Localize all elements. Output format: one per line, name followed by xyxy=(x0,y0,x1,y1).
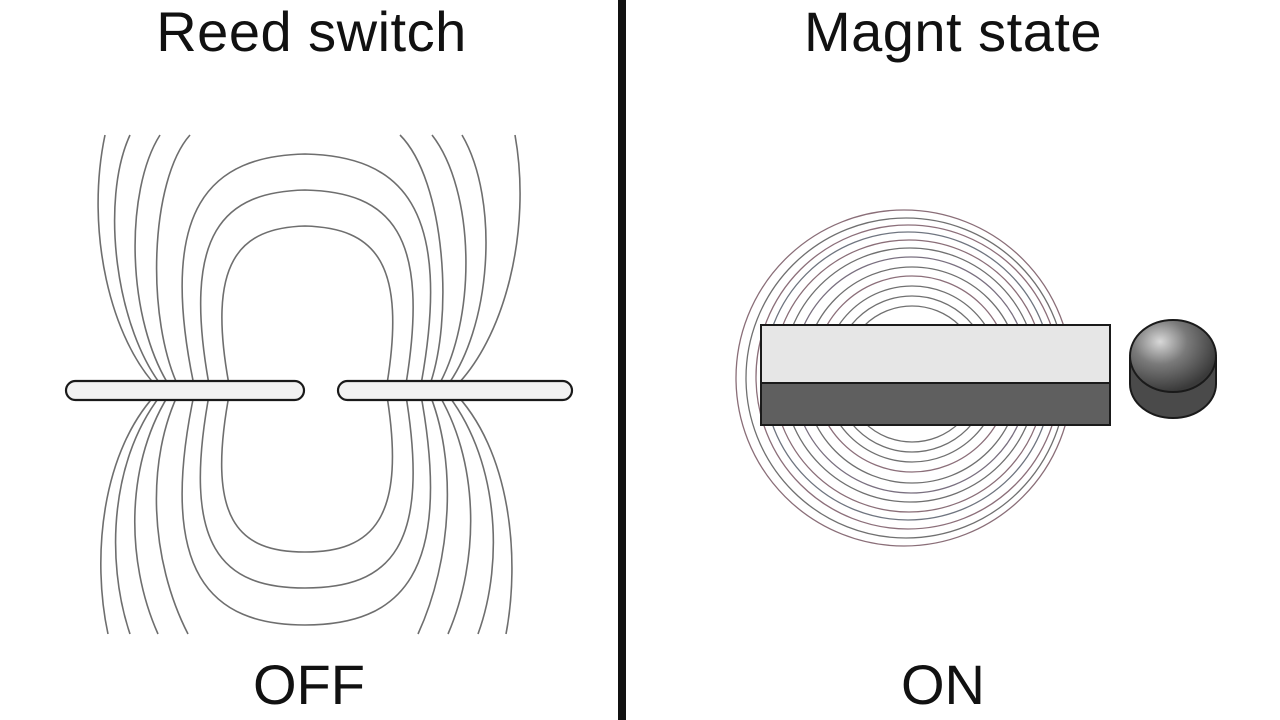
left-panel-title: Reed switch xyxy=(156,0,467,63)
right-panel-title: Magnt state xyxy=(803,0,1103,63)
right-panel: Magnt state xyxy=(626,0,1280,720)
bar-magnet-top xyxy=(760,324,1111,384)
left-panel: Reed switch xyxy=(0,0,618,720)
reed-switch-illustration xyxy=(64,134,574,635)
panel-divider xyxy=(618,0,626,720)
bar-magnet-bottom xyxy=(760,382,1111,426)
reed-contact-left xyxy=(64,379,306,402)
magnet-illustration xyxy=(735,209,1217,547)
right-state-label: ON xyxy=(901,653,985,716)
left-state-label: OFF xyxy=(253,653,365,716)
steel-ball xyxy=(1129,319,1217,419)
reed-contact-right xyxy=(336,379,574,402)
